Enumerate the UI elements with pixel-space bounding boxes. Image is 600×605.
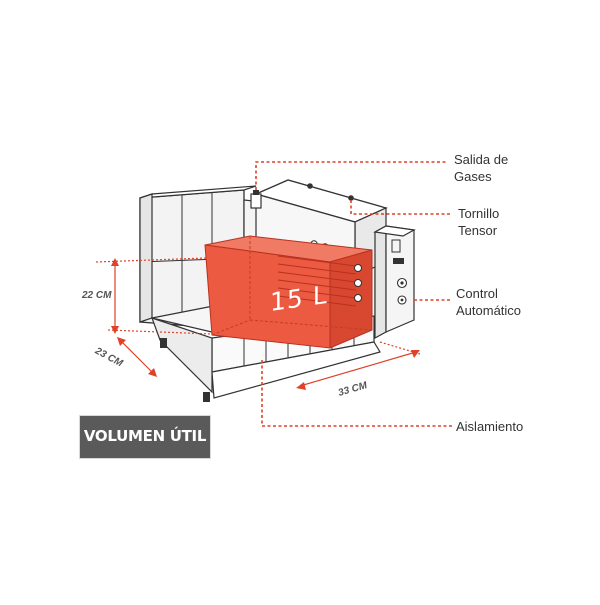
tension-screw [348,195,354,201]
oven-base [151,317,213,394]
callout-tension-screw-line1: Tornillo [458,206,500,221]
display-icon [393,258,404,264]
leader-lines [255,161,452,427]
callout-auto-control: Control Automático [456,285,521,319]
callout-insulation: Aislamiento [456,418,523,435]
height-dimension-label: 22 CM [82,290,112,301]
gear-icon [397,295,407,305]
volume-block [204,235,373,349]
usable-volume-badge: VOLUMEN ÚTIL [80,416,210,458]
callout-tension-screw: Tornillo Tensor [458,205,499,239]
callout-tension-screw-line2: Tensor [458,223,498,238]
heating-coils [277,255,357,307]
callout-insulation-line1: Aislamiento [456,419,524,434]
callout-auto-control-line2: Automático [456,303,522,318]
callout-auto-control-line1: Control [456,286,498,301]
callout-gas-outlet-line2: Gases [454,169,492,184]
gas-outlet [250,193,262,209]
usable-volume-badge-label: VOLUMEN ÚTIL [83,427,207,445]
callout-gas-outlet-line1: Salida de [454,152,509,167]
dimension-lines [95,257,421,387]
control-panel-side [374,224,387,340]
callout-gas-outlet: Salida de Gases [454,151,508,185]
